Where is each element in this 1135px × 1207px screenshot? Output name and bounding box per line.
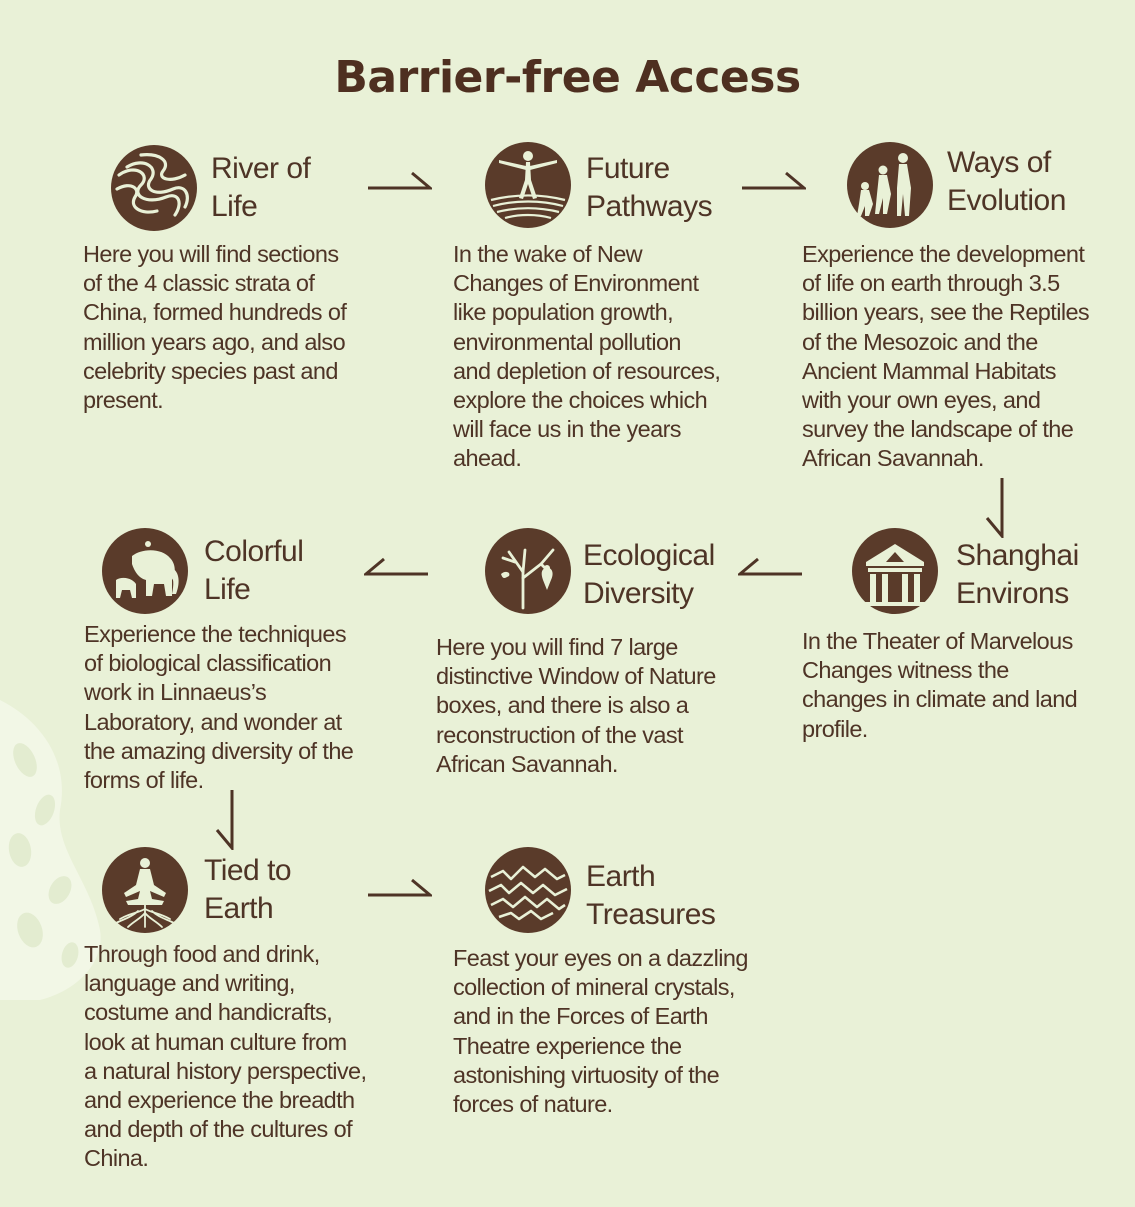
arrow-left bbox=[738, 556, 802, 578]
leaf-pattern-decoration bbox=[0, 700, 101, 1000]
arrow-right bbox=[742, 170, 806, 192]
evolution-icon bbox=[847, 142, 933, 228]
arrow-down bbox=[214, 790, 236, 850]
page-title: Barrier-free Access bbox=[334, 52, 801, 103]
building-icon bbox=[852, 528, 938, 614]
bird-on-tree-icon bbox=[485, 528, 571, 614]
elephant-icon bbox=[102, 528, 188, 614]
meditation-roots-icon bbox=[102, 847, 188, 933]
earth-layers-icon bbox=[485, 847, 571, 933]
section-description-tied: Through food and drink,language and writ… bbox=[84, 941, 367, 1172]
arrow-right bbox=[368, 170, 432, 192]
arrow-down bbox=[984, 478, 1006, 538]
river-icon bbox=[111, 145, 197, 231]
human-figure-icon bbox=[485, 142, 571, 228]
arrow-left bbox=[364, 556, 428, 578]
arrow-right bbox=[368, 877, 432, 899]
